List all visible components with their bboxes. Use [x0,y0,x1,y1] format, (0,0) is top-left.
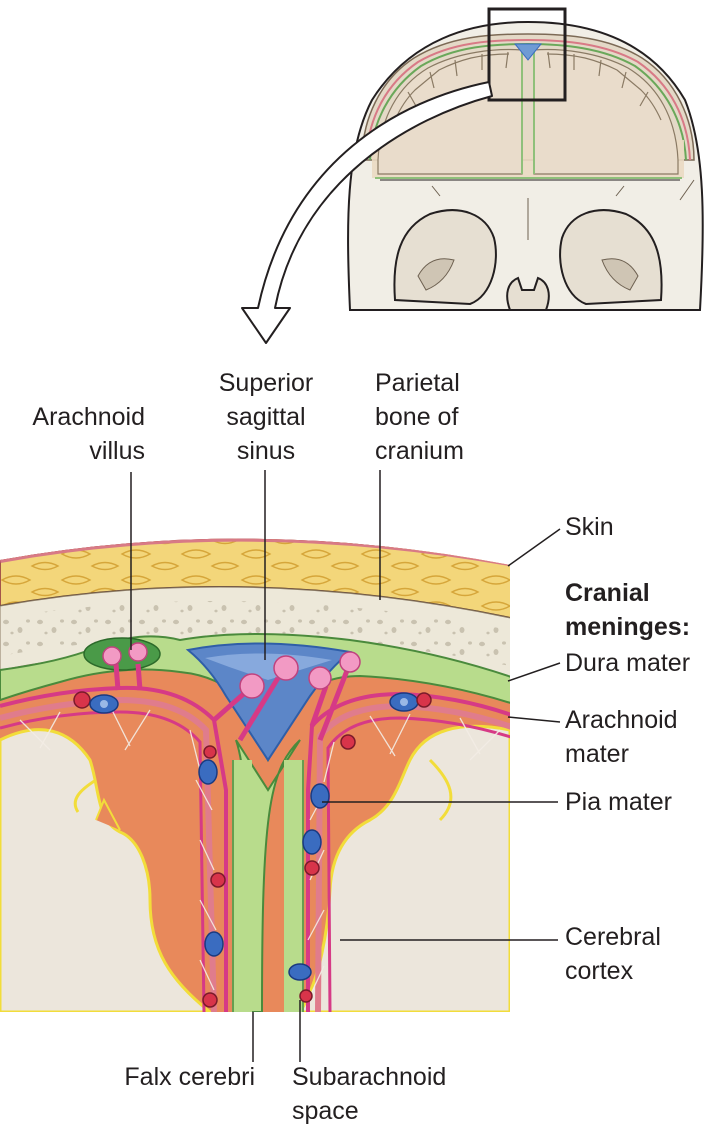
label-line: cortex [565,957,634,985]
label-arachnoid-mater: Arachnoid mater [565,703,678,771]
villus-pocket [83,637,161,671]
label-cranial-meninges: Cranial meninges: [565,576,690,644]
label-line: Parietal [375,369,460,397]
blood-vessels [73,691,432,1008]
arachnoid-villi [102,642,361,742]
label-line: sinus [236,437,296,465]
label-skin: Skin [565,513,614,541]
label-line: Subarachnoid [292,1063,447,1091]
label-line: sagittal [226,403,306,431]
label-line: mater [565,740,629,768]
cerebral-cortex-region [0,728,215,1012]
meninges-cross-section [0,538,510,1012]
label-line: Arachnoid [565,706,678,734]
label-line: Arachnoid [32,403,145,431]
label-dura-mater: Dura mater [565,649,691,677]
label-line: meninges: [565,613,691,641]
label-superior-sagittal-sinus: Superior sagittal sinus [200,366,332,468]
leader-lines [130,470,561,1062]
superior-sagittal-sinus-region [185,642,353,762]
label-line: villus [89,437,145,465]
leader-dura-mater [507,662,561,682]
label-line: cranium [375,437,464,465]
leader-arachnoid-mater [507,716,561,723]
zoom-box [487,7,567,102]
skull-illustration [347,20,704,311]
zoom-arrow [241,81,493,344]
label-line: Cranial [565,579,650,607]
leader-skin [507,528,561,567]
label-subarachnoid-space: Subarachnoid space [292,1060,446,1128]
label-parietal-bone: Parietal bone of cranium [375,366,464,468]
label-pia-mater: Pia mater [565,788,672,816]
label-line: bone of [375,403,459,431]
label-arachnoid-villus: Arachnoid villus [32,400,145,468]
label-cerebral-cortex: Cerebral cortex [565,920,661,988]
label-falx-cerebri: Falx cerebri [124,1063,255,1091]
label-line: Cerebral [565,923,661,951]
label-line: Superior [218,369,314,397]
label-line: space [292,1097,359,1125]
